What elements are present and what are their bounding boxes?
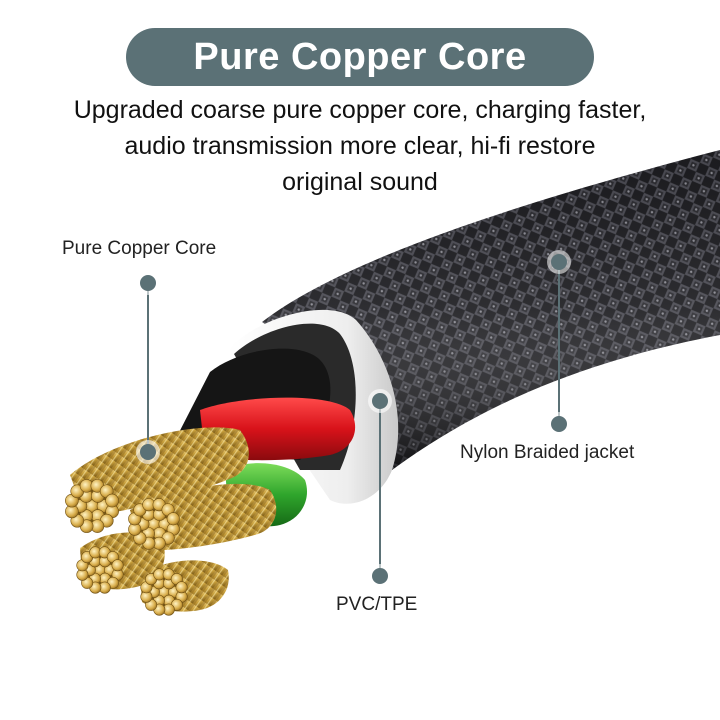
jacket-marker-bottom [547, 412, 571, 436]
callout-leaders [147, 262, 560, 576]
copper-strand-end [105, 493, 119, 508]
callout-label-nylon-jacket: Nylon Braided jacket [460, 442, 635, 463]
callout-label-insulation: PVC/TPE [336, 594, 418, 615]
description-line-3: original sound [282, 168, 438, 196]
copper-strand-end [166, 512, 180, 526]
insulation-marker-top [368, 389, 392, 413]
description-line-2: audio transmission more clear, hi-fi res… [124, 132, 596, 160]
callout-markers [136, 250, 571, 588]
copper-strand-end [111, 559, 124, 572]
jacket-marker-top [547, 250, 571, 274]
callout-label-copper-core: Pure Copper Core [62, 238, 217, 259]
description: Upgraded coarse pure copper core, chargi… [20, 92, 700, 200]
title-banner: Pure Copper Core [126, 28, 594, 86]
copper-core-marker-bottom [136, 440, 160, 464]
description-line-1: Upgraded coarse pure copper core, chargi… [73, 96, 647, 124]
insulation-marker-bottom [368, 564, 392, 588]
copper-core-strands [65, 427, 277, 616]
copper-core-marker-top [136, 271, 160, 295]
copper-strand-end [175, 581, 188, 594]
